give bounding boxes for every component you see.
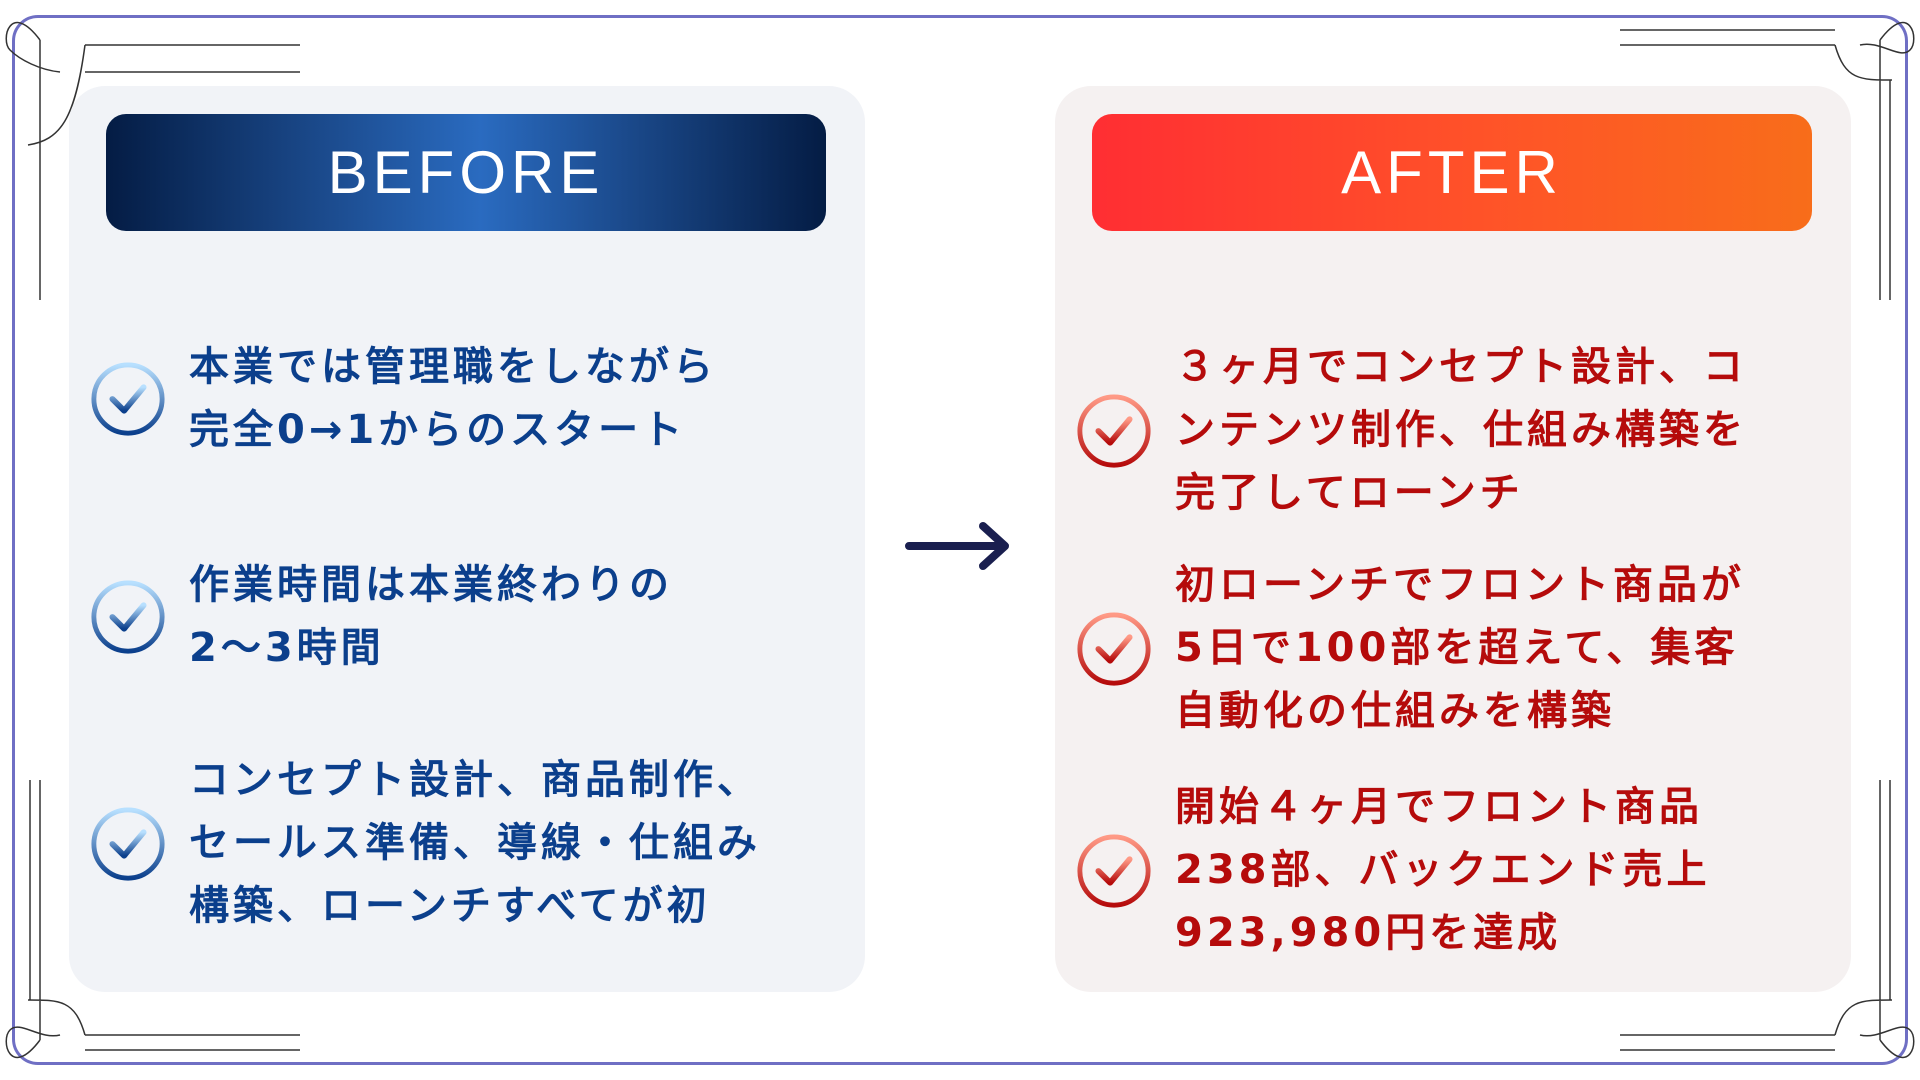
outer-frame [12,15,1908,1065]
after-panel: AFTER ３ヶ月でコンセプト設計、コンテンツ制作、仕組み構築を完了してローンチ… [1055,86,1851,992]
corner-ornament-bottom-right [1620,780,1915,1058]
before-item: コンセプト設計、商品制作、セールス準備、導線・仕組み構築、ローンチすべてが初 [89,749,849,938]
corner-ornament-top-right [1620,22,1915,300]
after-item: 開始４ヶ月でフロント商品 238部、バックエンド売上 923,980円を達成 [1075,776,1835,965]
text-line: ンテンツ制作、仕組み構築を [1175,407,1747,453]
text-line: 完全0→1からのスタート [189,407,687,453]
text-line: ３ヶ月でコンセプト設計、コ [1175,344,1747,390]
text-line: 初ローンチでフロント商品が [1175,562,1745,608]
corner-ornament-top-left [5,22,300,300]
corner-ornament-bottom-left [5,780,300,1058]
text-line: 238部、バックエンド売上 [1175,847,1711,893]
check-circle-icon [91,806,165,881]
text-line: 構築、ローンチすべてが初 [189,883,711,929]
text-line: 作業時間は本業終わりの [189,562,673,608]
text-line: 本業では管理職をしながら [189,344,717,390]
text-line: 完了してローンチ [1175,470,1524,516]
check-circle-icon [91,362,165,436]
text-line: セールス準備、導線・仕組み [189,820,761,866]
check-circle-icon [91,580,165,654]
text-line: 自動化の仕組みを構築 [1175,688,1615,734]
text-line: 5日で100部を超えて、集客 [1175,625,1739,671]
before-item: 作業時間は本業終わりの 2〜3時間 [89,554,849,680]
check-circle-icon [1077,393,1151,468]
before-header: BEFORE [106,114,826,231]
after-item: 初ローンチでフロント商品が 5日で100部を超えて、集客自動化の仕組みを構築 [1075,554,1835,743]
after-header: AFTER [1092,114,1812,231]
after-item: ３ヶ月でコンセプト設計、コンテンツ制作、仕組み構築を完了してローンチ [1075,336,1835,525]
check-circle-icon [1077,611,1151,686]
text-line: 開始４ヶ月でフロント商品 [1175,784,1703,830]
before-item: 本業では管理職をしながら完全0→1からのスタート [89,336,849,462]
text-line: コンセプト設計、商品制作、 [189,757,761,803]
text-line: 2〜3時間 [189,625,385,671]
before-panel: BEFORE 本業では管理職をしながら完全0→1からのスタート 作業時間は本業終… [69,86,865,992]
right-arrow-icon [905,522,1009,570]
check-circle-icon [1077,833,1151,908]
text-line: 923,980円を達成 [1175,910,1562,956]
